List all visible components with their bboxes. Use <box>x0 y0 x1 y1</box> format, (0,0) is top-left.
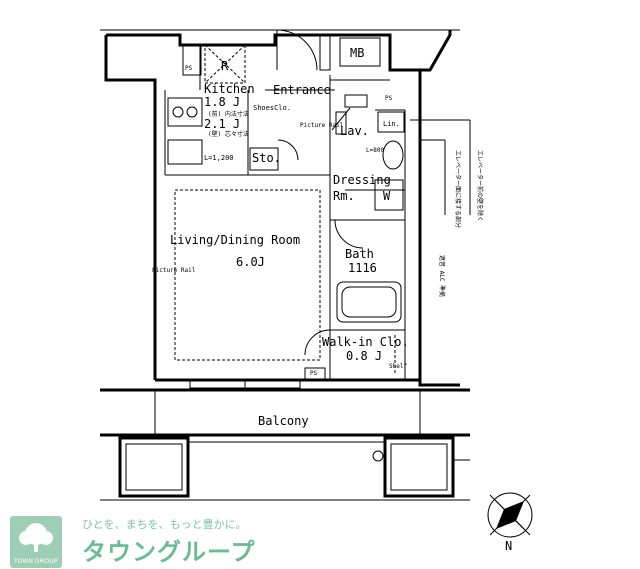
brand-name: タウングループ <box>82 538 256 566</box>
town-group-logo: TOWN GROUP <box>10 516 62 568</box>
tree-icon <box>19 523 53 552</box>
side-notes-lines <box>410 119 471 215</box>
living-label: Living/Dining Room <box>170 233 300 247</box>
bath-size: 1116 <box>348 261 377 275</box>
ps-label-2: PS <box>385 95 393 102</box>
living-ceiling-outline <box>174 189 321 361</box>
shoes-closet-label: ShoesClo. <box>253 104 291 112</box>
lavatory-label: Lav. <box>340 124 369 138</box>
lavatory-fixtures <box>331 94 405 211</box>
kitchen-note-2: (壁) 芯々寸法 <box>208 130 249 138</box>
logo-label: TOWN GROUP <box>14 559 58 565</box>
kitchen-note-1: (前) 内法寸法 <box>208 110 249 118</box>
kitchen-size-2: 2.1 J <box>204 117 240 131</box>
bath-label: Bath <box>345 247 374 261</box>
ps-label-1: PS <box>185 65 193 72</box>
balcony-label: Balcony <box>258 414 309 428</box>
washer-label: W <box>383 189 391 203</box>
compass-north-label: N <box>505 539 512 553</box>
side-note: 遮音 ALC 準拠 <box>438 255 446 297</box>
walkin-label: Walk-in Clo. <box>322 335 409 349</box>
dressing-rm-label: Rm. <box>333 189 355 203</box>
balcony <box>100 367 470 501</box>
bath-fixtures <box>334 219 402 323</box>
fridge-size: L=1,200 <box>204 154 234 162</box>
compass-rose <box>487 492 533 538</box>
living-size: 6.0J <box>236 255 265 269</box>
lav-size: L=800 <box>366 147 384 154</box>
entrance-door <box>276 29 331 71</box>
entrance-label: Entrance <box>273 83 331 97</box>
kitchen-fixtures <box>167 44 299 171</box>
mb-box <box>339 37 381 67</box>
shelf-label: Shelf <box>389 363 407 370</box>
mb-label: MB <box>350 46 364 60</box>
brand-tagline: ひとを、まちを、もっと豊かに。 <box>82 518 247 531</box>
walkin-size: 0.8 J <box>346 349 382 363</box>
linen-label: Lin. <box>383 120 400 128</box>
storage-label: Sto. <box>252 151 281 165</box>
ps-label-3: PS <box>310 370 318 377</box>
dressing-label: Dressing <box>333 173 391 187</box>
brand-footer: TOWN GROUP ひとを、まちを、もっと豊かに。 タウングループ <box>0 510 300 569</box>
picture-rail-living: Picture Rail <box>152 267 196 274</box>
picture-rail-entrance: Picture Rail <box>300 122 344 129</box>
elevator-note: エレベーター前の壁を除く <box>476 150 484 222</box>
elevator-note-2: エレベーター面に接する部分 <box>454 150 462 228</box>
kitchen-size: 1.8 J <box>204 95 240 109</box>
refrigerator-label: R <box>221 59 229 73</box>
kitchen-label: Kitchen <box>204 82 255 96</box>
walkin-fixtures <box>304 329 396 375</box>
